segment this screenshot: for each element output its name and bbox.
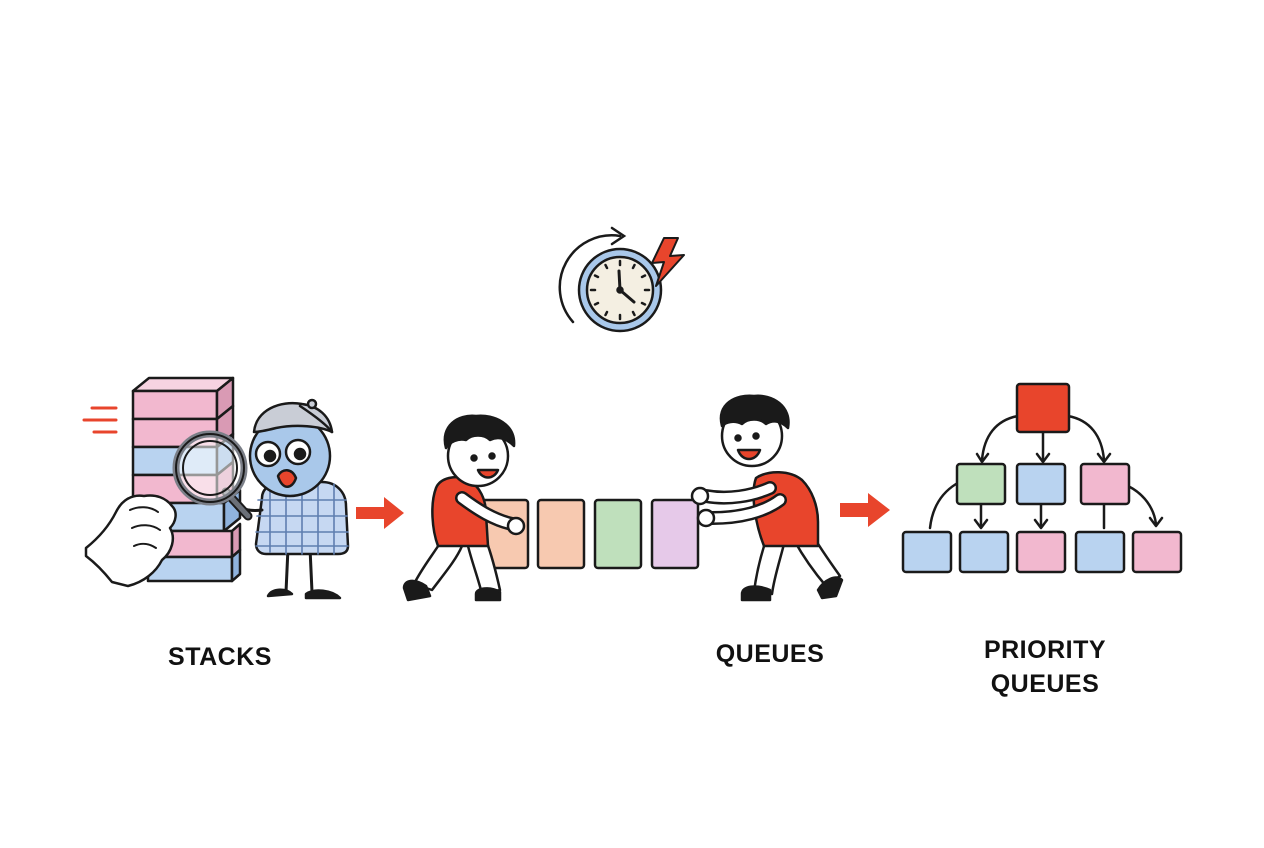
priority-tree xyxy=(928,414,1164,530)
queue-card xyxy=(536,498,586,570)
tree-node xyxy=(958,530,1010,574)
lightning-icon xyxy=(651,237,685,287)
speed-lines xyxy=(82,406,118,434)
tree-node xyxy=(1015,462,1067,506)
clock-icon xyxy=(558,226,663,333)
priority-queues-label: PRIORITY QUEUES xyxy=(955,633,1135,701)
refresh-arrow-icon xyxy=(558,234,622,324)
queues-label-text: QUEUES xyxy=(715,640,825,668)
refresh-arrow-head xyxy=(610,226,627,246)
queue-card xyxy=(593,498,643,570)
stack-blocks xyxy=(131,376,242,583)
tree-node xyxy=(1074,530,1126,574)
queues-label: QUEUES xyxy=(690,637,850,671)
tree-node xyxy=(1015,530,1067,574)
person-pushing-right xyxy=(690,394,844,602)
stacks-label-text: STACKS xyxy=(168,643,272,671)
person-pushing-left xyxy=(402,414,526,602)
queue-cards xyxy=(476,498,700,570)
tree-node xyxy=(1079,462,1131,506)
queue-card xyxy=(650,498,700,570)
stacks-label: STACKS xyxy=(140,640,300,674)
priority-label-line1: PRIORITY xyxy=(983,636,1107,664)
tree-node xyxy=(955,462,1007,506)
tree-node xyxy=(901,530,953,574)
priority-tree-nodes xyxy=(901,382,1183,574)
clock-ticks xyxy=(589,259,651,321)
tree-node xyxy=(1131,530,1183,574)
tree-node-root xyxy=(1015,382,1071,434)
detective-character xyxy=(230,398,350,600)
hand-icon xyxy=(84,494,177,588)
stack-block xyxy=(131,376,235,421)
arrow-right-icon xyxy=(356,497,404,529)
priority-label-line2: QUEUES xyxy=(990,670,1100,698)
arrow-right-icon xyxy=(840,493,890,527)
magnifying-glass-icon xyxy=(172,430,253,521)
